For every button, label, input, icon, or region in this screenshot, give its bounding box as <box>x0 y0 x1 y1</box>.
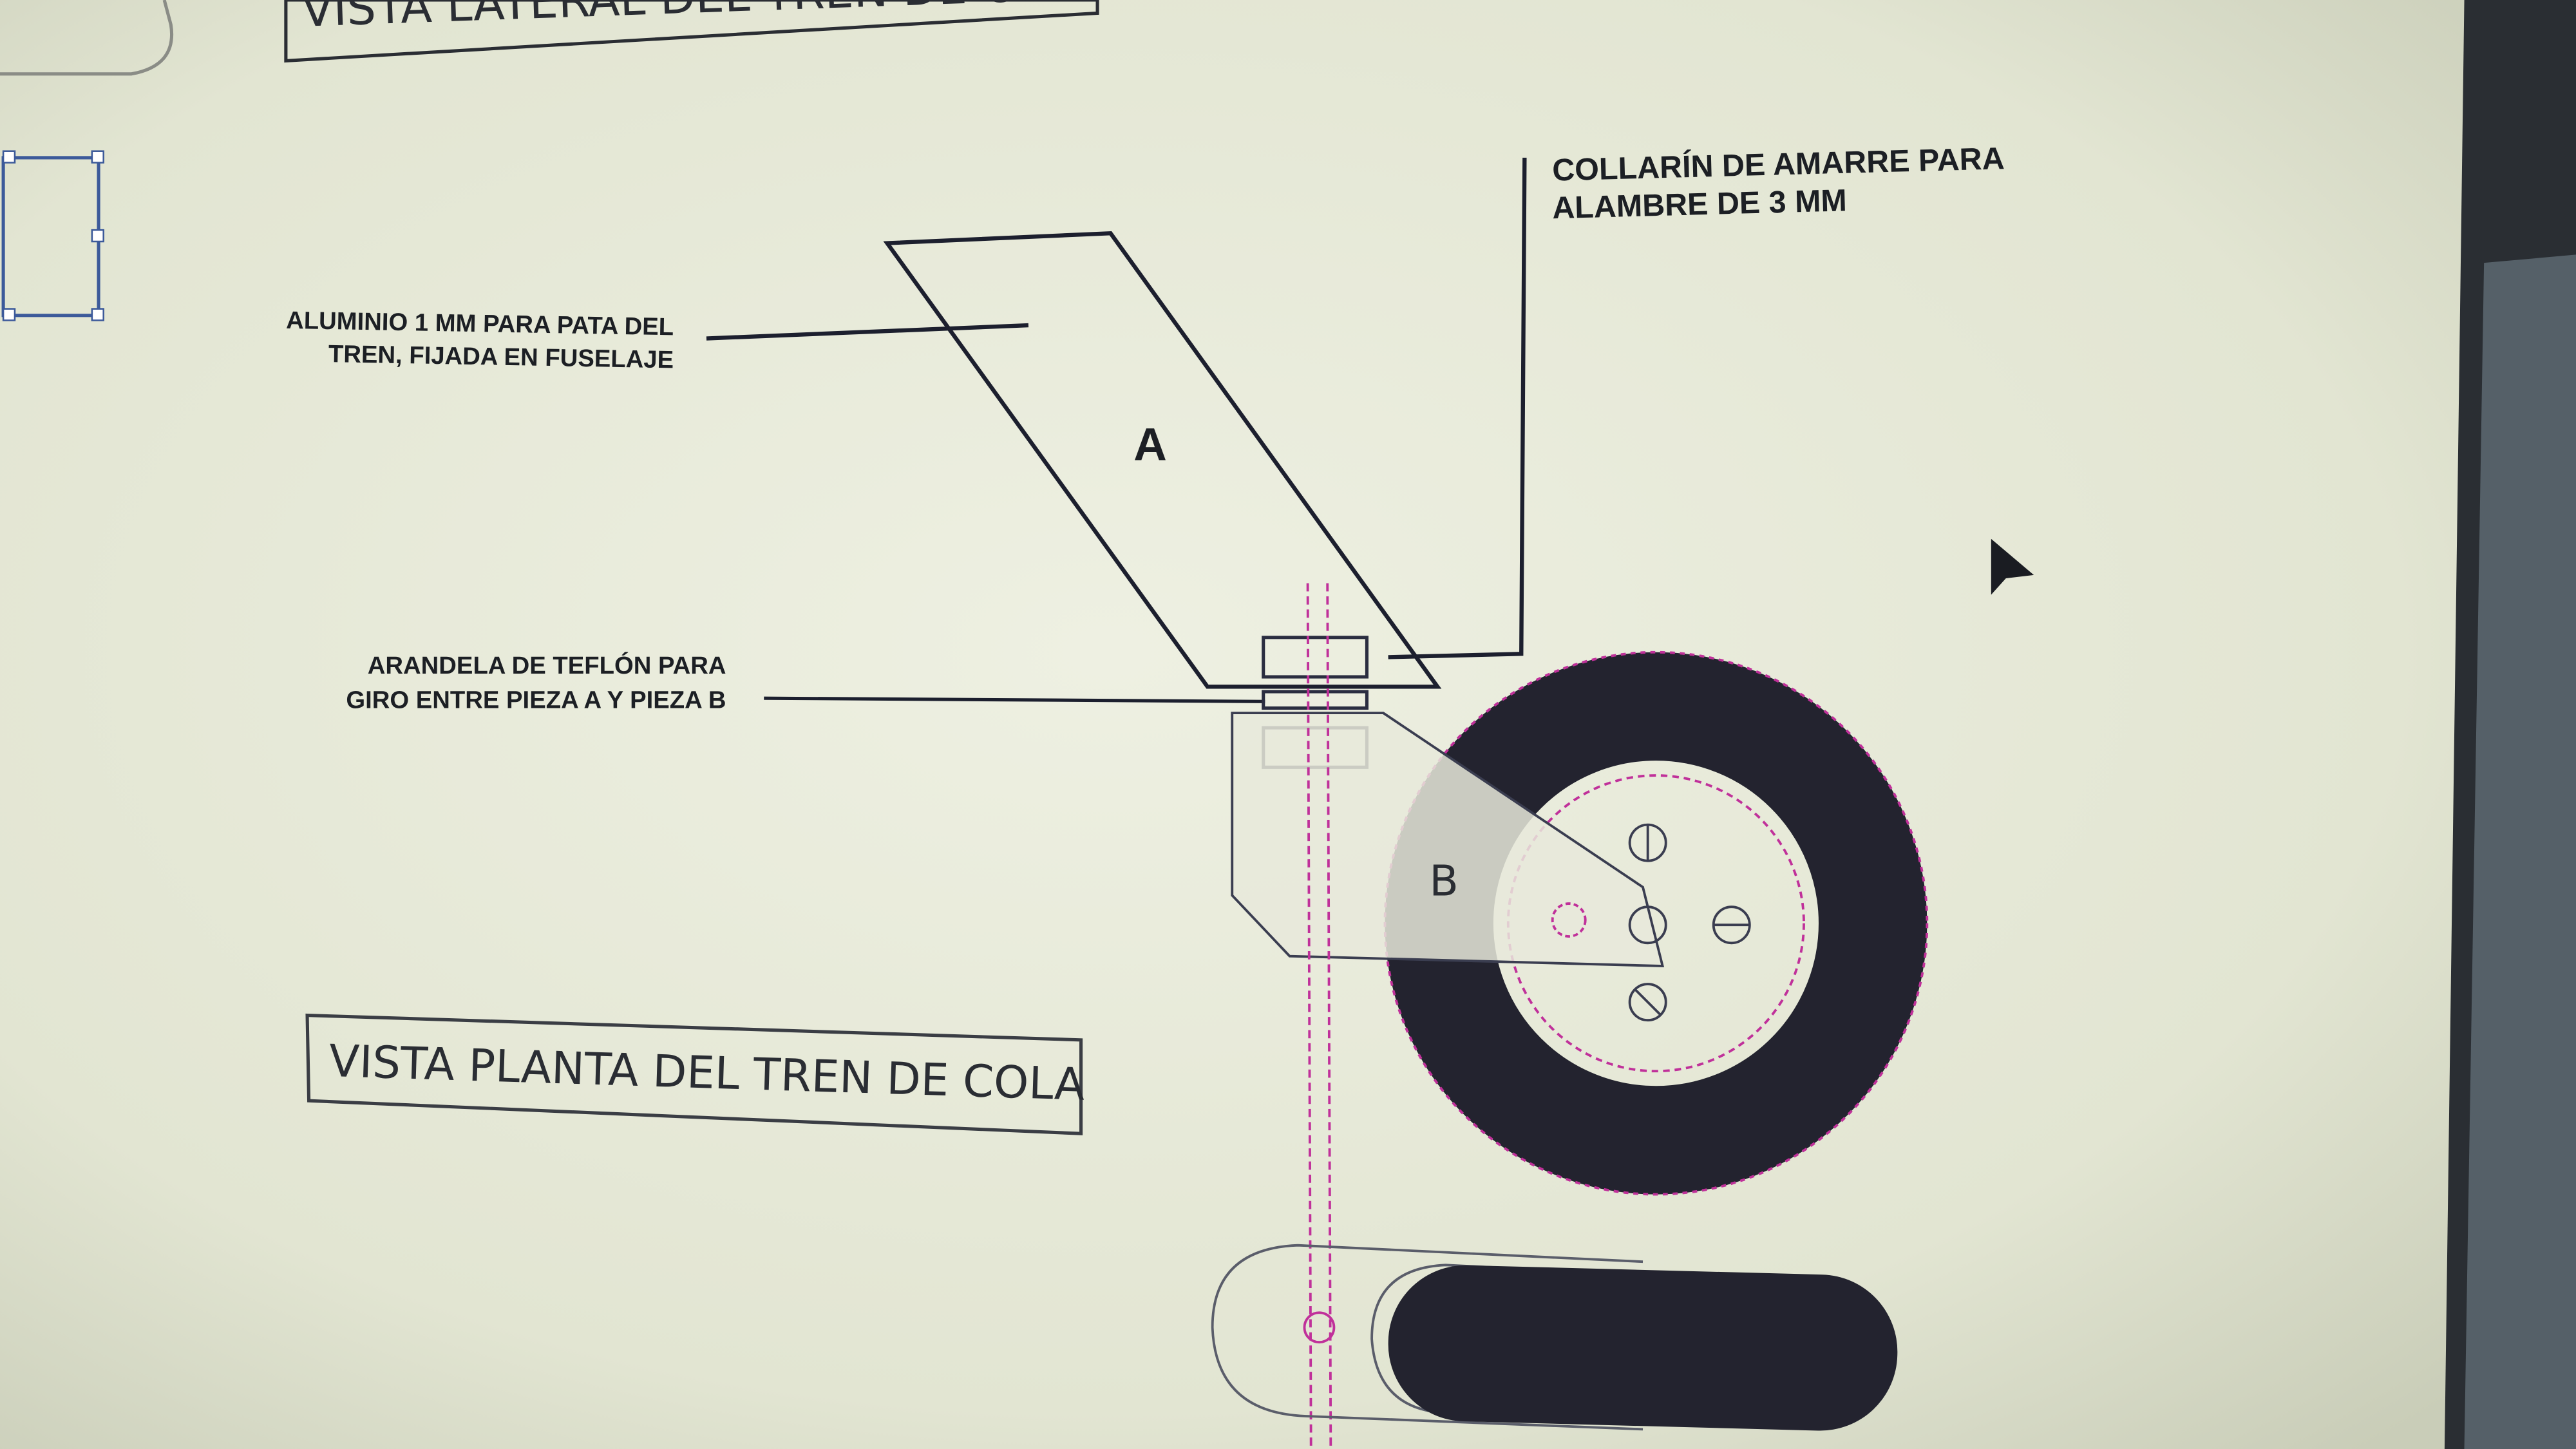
svg-text:TREN, FIJADA EN FUSELAJE: TREN, FIJADA EN FUSELAJE <box>328 340 674 374</box>
svg-text:ALUMINIO 1 MM PARA PATA DEL: ALUMINIO 1 MM PARA PATA DEL <box>286 307 674 341</box>
piece-b-label: B <box>1429 855 1459 905</box>
piece-b: B <box>1231 712 1751 1022</box>
piece-a: A <box>883 231 1442 689</box>
svg-text:ALAMBRE DE 3 MM: ALAMBRE DE 3 MM <box>1552 183 1848 225</box>
piece-a-label: A <box>1133 419 1167 470</box>
selected-object-handles[interactable] <box>1 150 104 321</box>
plan-view-wheel <box>1211 1244 1898 1431</box>
label-arandela: ARANDELA DE TEFLÓN PARA GIRO ENTRE PIEZA… <box>346 651 726 714</box>
background-window <box>2464 254 2576 1449</box>
label-aluminio: ALUMINIO 1 MM PARA PATA DEL TREN, FIJADA… <box>286 307 674 374</box>
leader-aluminio <box>706 323 1029 341</box>
mouse-cursor-icon <box>1991 538 2034 595</box>
svg-text:GIRO ENTRE PIEZA A Y PIEZA B: GIRO ENTRE PIEZA A Y PIEZA B <box>346 686 726 714</box>
leader-arandela <box>764 696 1265 703</box>
svg-text:ARANDELA DE TEFLÓN PARA: ARANDELA DE TEFLÓN PARA <box>368 651 726 679</box>
shape-fragment <box>0 0 173 76</box>
leader-collarin <box>1388 157 1527 659</box>
